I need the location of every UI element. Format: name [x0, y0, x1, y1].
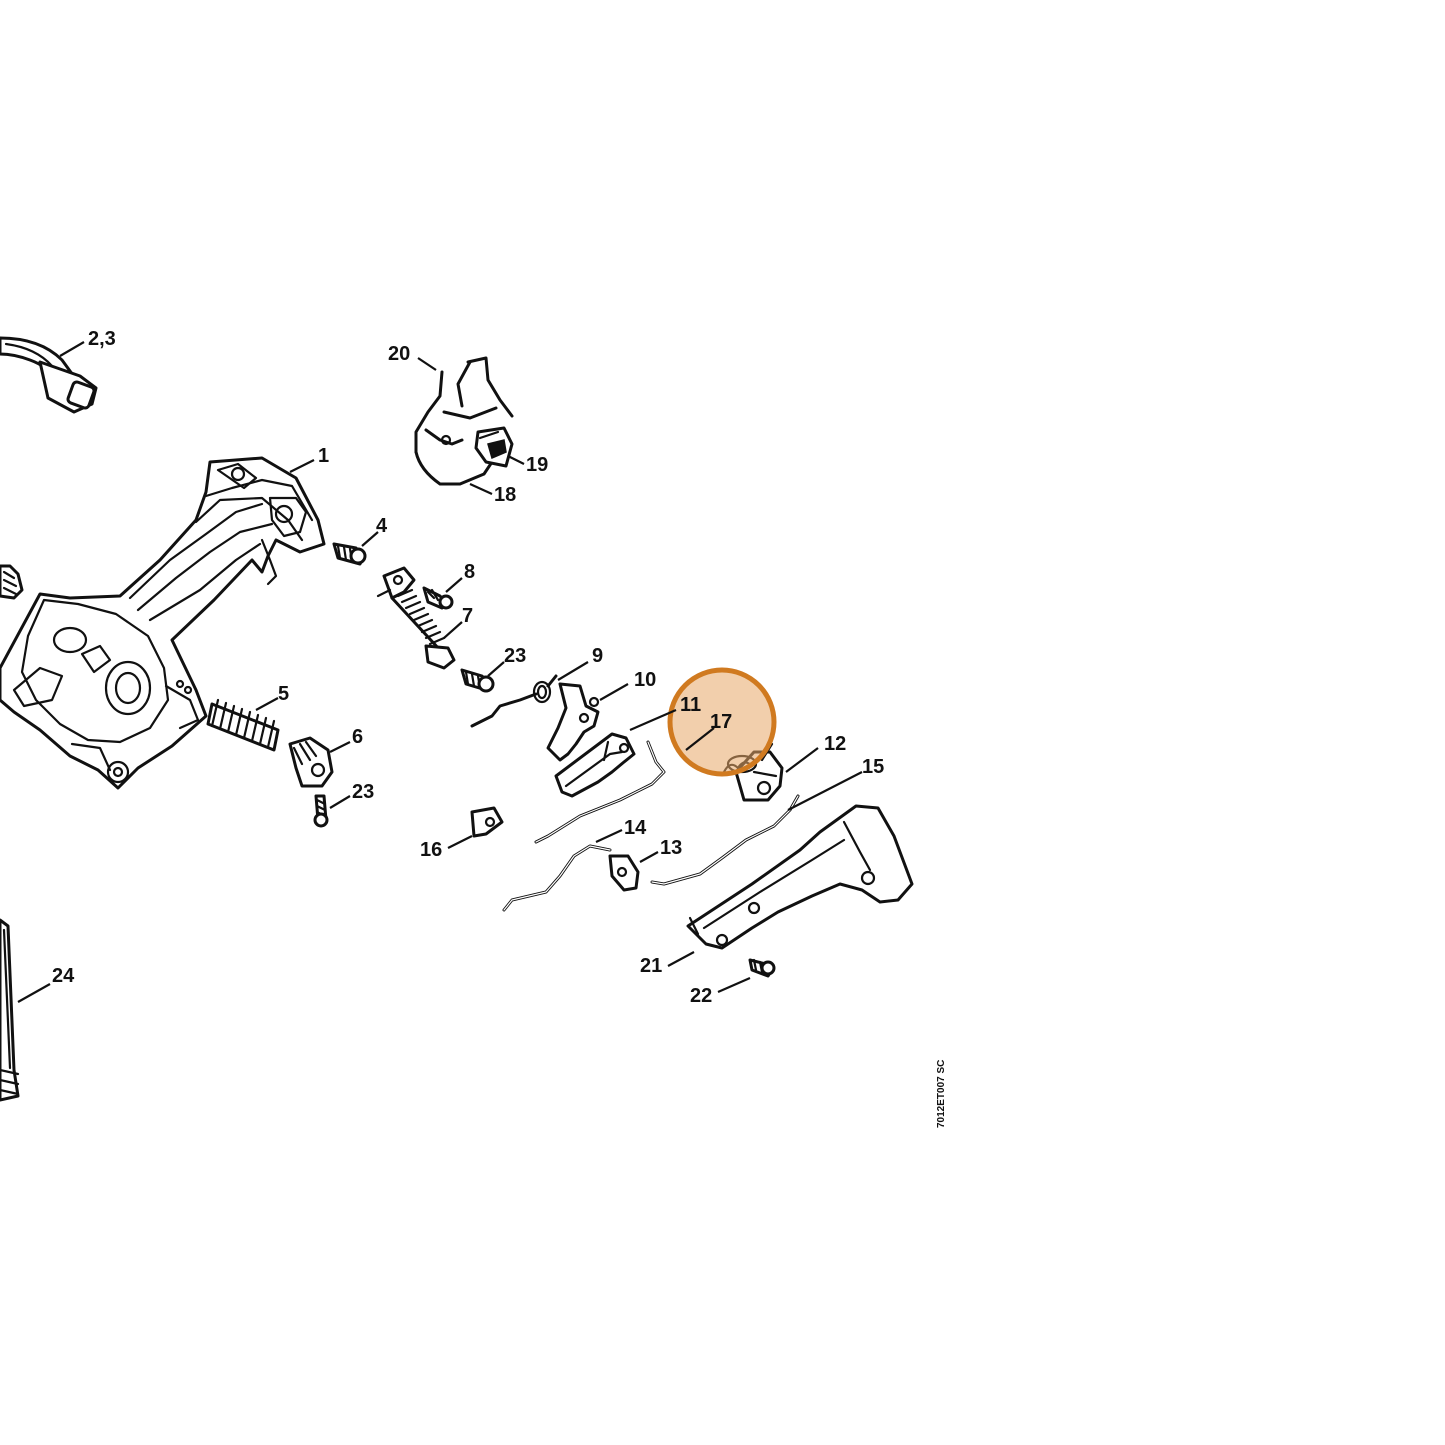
- part-15-rod: [650, 794, 800, 886]
- part-24-tube: [0, 918, 20, 1102]
- part-10-trigger: [546, 682, 600, 762]
- part-7-spring: [376, 566, 456, 670]
- highlight-circle: [667, 667, 777, 777]
- callout-11: 11: [680, 694, 701, 716]
- callout-9: 9: [592, 645, 603, 667]
- part-22-screw: [748, 958, 776, 978]
- part-5-spring: [206, 698, 280, 752]
- callout-24: 24: [52, 965, 75, 987]
- callout-4: 4: [376, 515, 388, 537]
- callout-21: 21: [640, 955, 662, 977]
- part-16-bracket: [470, 806, 504, 838]
- callout-19: 19: [526, 454, 548, 476]
- leader-lines: [17, 341, 863, 1003]
- part-19-switch: [474, 426, 514, 468]
- part-14-throttle-rod: [502, 740, 666, 912]
- part-23-screw-upper: [460, 668, 495, 693]
- callout-2-3: 2,3: [88, 328, 116, 350]
- part-11-interlock: [554, 732, 636, 798]
- callout-23-lower: 23: [352, 781, 374, 803]
- part-21-handle-cover: [686, 804, 914, 950]
- part-8-screw: [422, 586, 454, 610]
- part-handle-housing: [0, 456, 326, 790]
- part-edge-screw: [0, 564, 24, 600]
- callout-labels: 2,3 1 4 5 6 7 8 9 10 11 12 13 14 15 16 1…: [52, 328, 884, 1007]
- callout-20: 20: [388, 343, 410, 365]
- part-20-wire-bracket: [414, 356, 514, 454]
- part-18-cable: [414, 428, 494, 486]
- part-13-lever: [608, 854, 640, 892]
- part-9-torsion-spring: [470, 674, 558, 728]
- part-6-sleeve: [288, 736, 334, 788]
- part-23-screw-lower: [313, 794, 329, 828]
- callout-1: 1: [318, 445, 329, 467]
- callout-22: 22: [690, 985, 712, 1007]
- callout-12: 12: [824, 733, 846, 755]
- callout-10: 10: [634, 669, 656, 691]
- callout-6: 6: [352, 726, 363, 748]
- callout-15: 15: [862, 756, 884, 778]
- callout-18: 18: [494, 484, 516, 506]
- drawing-code: 7012ET007 SC: [936, 1060, 947, 1128]
- callout-7: 7: [462, 605, 473, 627]
- part-handle-bar: [0, 336, 98, 414]
- callout-16: 16: [420, 839, 442, 861]
- part-4-plug: [332, 542, 367, 566]
- callout-23-upper: 23: [504, 645, 526, 667]
- callout-14: 14: [624, 817, 647, 839]
- callout-8: 8: [464, 561, 475, 583]
- callout-5: 5: [278, 683, 289, 705]
- callout-17: 17: [710, 711, 732, 733]
- callout-13: 13: [660, 837, 682, 859]
